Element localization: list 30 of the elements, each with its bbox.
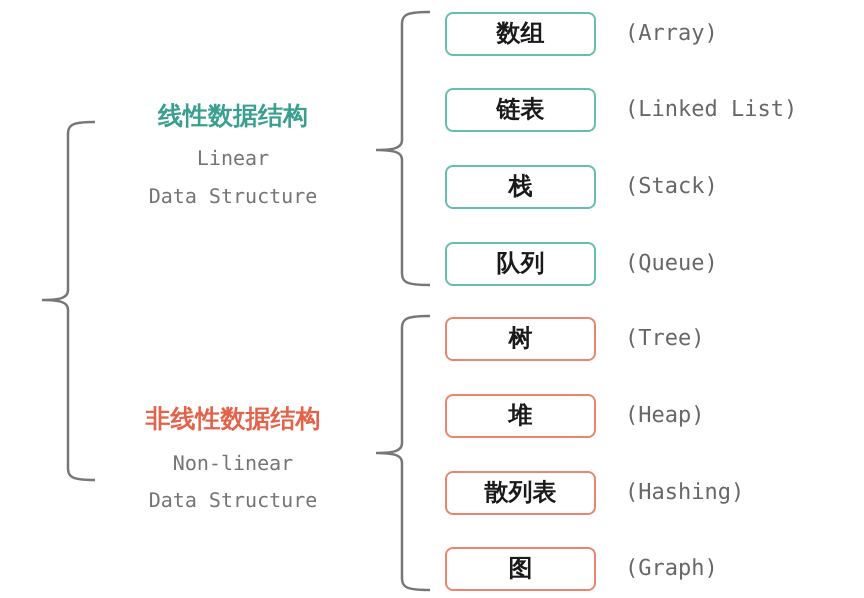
group-subtitle: Non-linear	[172, 451, 294, 475]
english-term: (Hashing)	[625, 479, 744, 507]
category-box	[445, 12, 596, 56]
category-label: 散列表	[484, 479, 556, 507]
english-term: (Linked List)	[625, 96, 798, 124]
category-box	[445, 547, 596, 591]
category-label: 树	[508, 325, 532, 353]
group-subtitle: Linear	[196, 146, 270, 170]
english-term: (Tree)	[625, 325, 704, 353]
category-box	[445, 88, 596, 132]
english-term: (Stack)	[625, 173, 718, 201]
category-box	[445, 317, 596, 361]
group-subtitle: Data Structure	[148, 488, 318, 512]
category-label: 图	[508, 555, 532, 583]
group-subtitle: Data Structure	[148, 184, 318, 208]
category-box	[445, 165, 596, 209]
category-box	[445, 242, 596, 286]
english-term: (Heap)	[625, 402, 704, 430]
english-term: (Queue)	[625, 250, 718, 278]
english-term: (Graph)	[625, 555, 718, 583]
group-title: 线性数据结构	[158, 101, 308, 131]
group-title: 非线性数据结构	[146, 404, 320, 434]
category-label: 链表	[496, 96, 544, 124]
category-box	[445, 471, 596, 515]
category-label: 队列	[496, 250, 544, 278]
english-term: (Array)	[625, 20, 718, 48]
category-label: 堆	[508, 402, 532, 430]
category-label: 数组	[496, 20, 544, 48]
category-box	[445, 394, 596, 438]
category-label: 栈	[508, 173, 532, 201]
